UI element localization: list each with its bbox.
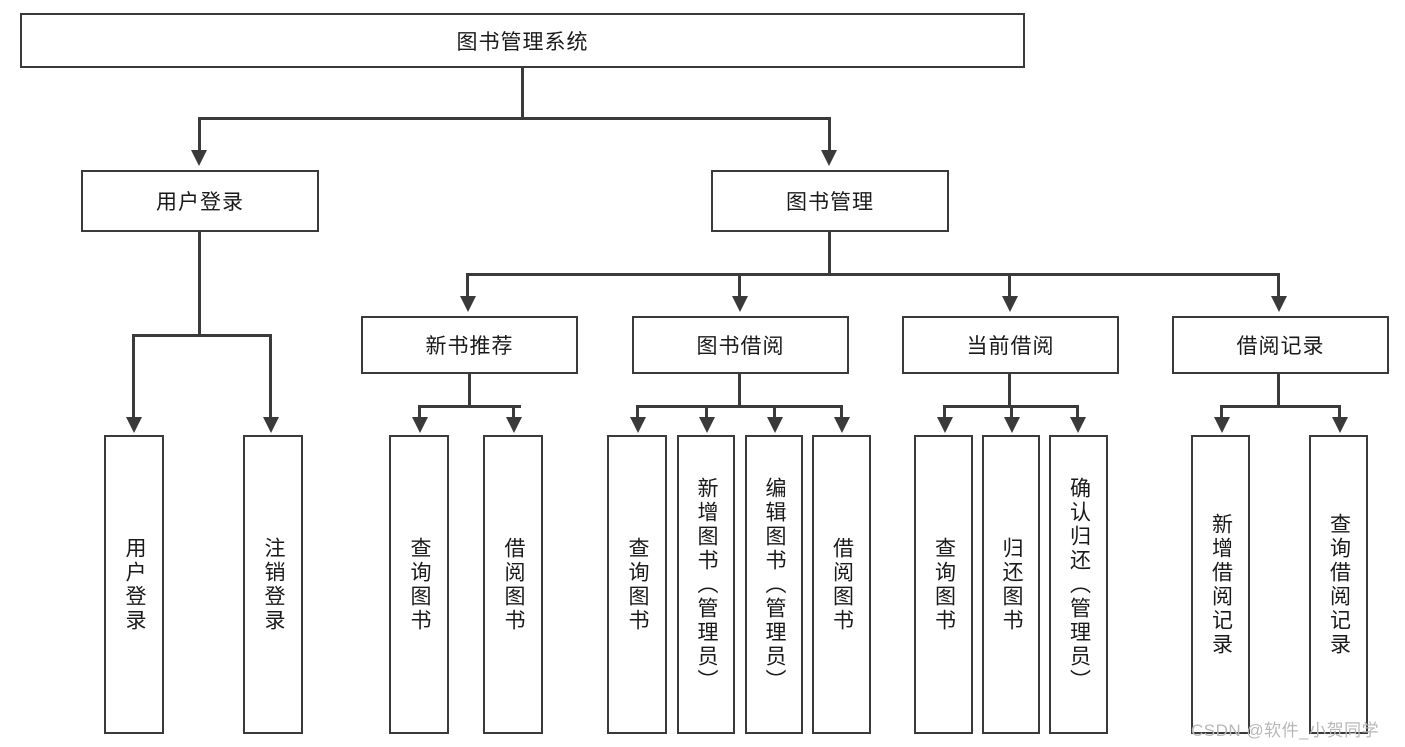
arrowhead-book-manage-to-new-book [460, 296, 476, 312]
node-label: 确认归还（管理员） [1067, 476, 1091, 693]
edge-user-login-stem [198, 232, 201, 337]
edge-book-manage-to-book-borrow [738, 273, 741, 299]
node-book-borrow[interactable]: 图书借阅 [632, 316, 849, 374]
node-label: 图书借阅 [696, 335, 785, 358]
arrowhead-root-to-user-login [191, 150, 207, 166]
node-label: 新书推荐 [425, 335, 514, 358]
node-user-login[interactable]: 用户登录 [81, 170, 319, 232]
arrowhead-new-book-to-leaf1 [412, 417, 428, 433]
node-leaf-borrow-book[interactable]: 借阅图书 [812, 435, 871, 734]
edge-book-borrow-stem [738, 374, 741, 407]
edge-root-to-user-login [198, 117, 201, 153]
arrowhead-book-borrow-to-leaf2 [699, 417, 715, 433]
csdn-watermark: CSDN @软件_小贺同学 [1191, 721, 1380, 740]
edge-book-borrow-to-leaf4 [840, 405, 843, 419]
edge-book-manage-to-new-book [466, 273, 469, 299]
node-label: 用户登录 [123, 536, 147, 633]
edge-root-bus [198, 117, 831, 120]
node-label: 新增借阅记录 [1209, 512, 1233, 657]
arrowhead-book-manage-to-current-borrow [1002, 296, 1018, 312]
edge-current-borrow-to-leaf2 [1010, 405, 1013, 419]
edge-book-borrow-to-leaf2 [705, 405, 708, 419]
edge-root-to-book-manage [828, 117, 831, 153]
node-new-book-recommend[interactable]: 新书推荐 [361, 316, 578, 374]
edge-book-manage-to-current-borrow [1008, 273, 1011, 299]
edge-user-login-to-leaf1 [132, 334, 135, 419]
node-leaf-logout-login[interactable]: 注销登录 [243, 435, 303, 734]
arrowhead-book-manage-to-book-borrow [732, 296, 748, 312]
arrowhead-book-borrow-to-leaf4 [834, 417, 850, 433]
edge-new-book-to-leaf1 [418, 405, 421, 419]
node-leaf-query-book-current[interactable]: 查询图书 [914, 435, 973, 734]
node-label: 查询借阅记录 [1327, 512, 1351, 657]
node-leaf-add-book[interactable]: 新增图书（管理员） [677, 435, 735, 734]
node-label: 借阅图书 [830, 536, 854, 633]
arrowhead-current-borrow-to-leaf3 [1070, 417, 1086, 433]
arrowhead-borrow-record-to-leaf1 [1214, 417, 1230, 433]
node-label: 新增图书（管理员） [695, 476, 719, 693]
node-leaf-edit-book[interactable]: 编辑图书（管理员） [745, 435, 803, 734]
edge-book-borrow-to-leaf3 [773, 405, 776, 419]
node-leaf-return-book[interactable]: 归还图书 [982, 435, 1040, 734]
edge-new-book-to-leaf2 [512, 405, 515, 419]
node-label: 查询图书 [932, 536, 956, 633]
edge-user-login-to-leaf2 [269, 334, 272, 419]
node-label: 归还图书 [1000, 536, 1024, 633]
arrowhead-book-manage-to-borrow-record [1271, 296, 1287, 312]
node-leaf-borrow-book-recommend[interactable]: 借阅图书 [483, 435, 543, 734]
arrowhead-borrow-record-to-leaf2 [1332, 417, 1348, 433]
edge-borrow-record-to-leaf1 [1220, 405, 1223, 419]
arrowhead-root-to-book-manage [821, 150, 837, 166]
edge-new-book-bus [418, 405, 521, 408]
node-book-manage[interactable]: 图书管理 [711, 170, 949, 232]
node-label: 查询图书 [408, 536, 432, 633]
arrowhead-book-borrow-to-leaf3 [767, 417, 783, 433]
node-label: 查询图书 [626, 536, 650, 633]
node-leaf-query-borrow-record[interactable]: 查询借阅记录 [1309, 435, 1368, 734]
node-label: 图书管理系统 [456, 30, 589, 54]
node-label: 图书管理 [786, 191, 874, 214]
node-root-system[interactable]: 图书管理系统 [20, 13, 1025, 68]
node-leaf-query-book-borrow[interactable]: 查询图书 [607, 435, 667, 734]
node-leaf-query-book-recommend[interactable]: 查询图书 [389, 435, 449, 734]
edge-root-stem [521, 68, 524, 119]
edge-user-login-bus [132, 334, 272, 337]
node-label: 注销登录 [262, 536, 286, 633]
edge-book-manage-to-borrow-record [1277, 273, 1280, 299]
node-label: 当前借阅 [966, 335, 1055, 358]
edge-new-book-stem [468, 374, 471, 407]
node-leaf-user-login[interactable]: 用户登录 [104, 435, 164, 734]
edge-current-borrow-to-leaf3 [1076, 405, 1079, 419]
node-leaf-confirm-return[interactable]: 确认归还（管理员） [1049, 435, 1108, 734]
edge-book-manage-stem [828, 232, 831, 276]
edge-borrow-record-to-leaf2 [1338, 405, 1341, 419]
edge-book-manage-bus [466, 273, 1280, 276]
arrowhead-book-borrow-to-leaf1 [630, 417, 646, 433]
edge-borrow-record-bus [1220, 405, 1340, 408]
node-label: 借阅记录 [1236, 335, 1325, 358]
edge-current-borrow-to-leaf1 [943, 405, 946, 419]
node-label: 编辑图书（管理员） [763, 476, 787, 693]
node-leaf-add-borrow-record[interactable]: 新增借阅记录 [1191, 435, 1250, 734]
node-label: 借阅图书 [502, 536, 526, 633]
arrowhead-user-login-to-leaf2 [263, 417, 279, 433]
edge-borrow-record-stem [1277, 374, 1280, 407]
arrowhead-current-borrow-to-leaf1 [937, 417, 953, 433]
node-borrow-record[interactable]: 借阅记录 [1172, 316, 1389, 374]
arrowhead-current-borrow-to-leaf2 [1004, 417, 1020, 433]
arrowhead-user-login-to-leaf1 [126, 417, 142, 433]
node-current-borrow[interactable]: 当前借阅 [902, 316, 1119, 374]
node-label: 用户登录 [156, 191, 244, 214]
edge-book-borrow-bus [636, 405, 843, 408]
edge-book-borrow-to-leaf1 [636, 405, 639, 419]
arrowhead-new-book-to-leaf2 [506, 417, 522, 433]
edge-current-borrow-stem [1008, 374, 1011, 407]
